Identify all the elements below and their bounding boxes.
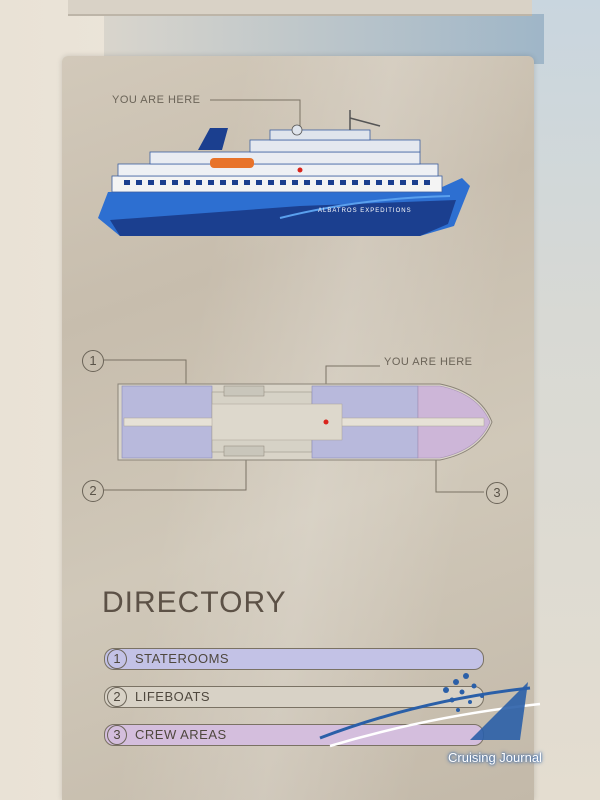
directory-item-lifeboats: 2 LIFEBOATS	[104, 686, 484, 708]
upper-frame	[68, 0, 532, 16]
callout-3: 3	[486, 482, 508, 504]
directory-item-label: LIFEBOATS	[135, 689, 211, 704]
directory-item-number: 1	[107, 649, 127, 669]
upper-you-are-here-label: YOU ARE HERE	[112, 94, 201, 106]
plan-you-are-here-label: YOU ARE HERE	[384, 356, 473, 368]
directory-item-label: CREW AREAS	[135, 727, 227, 742]
callout-2: 2	[82, 480, 104, 502]
callout-1: 1	[82, 350, 104, 372]
directory-item-number: 2	[107, 687, 127, 707]
directory-item-number: 3	[107, 725, 127, 745]
directory-item-staterooms: 1 STATEROOMS	[104, 648, 484, 670]
directory-item-label: STATEROOMS	[135, 651, 230, 666]
watermark-text: Cruising Journal	[448, 750, 542, 765]
ship-brand-text: ALBATROS EXPEDITIONS	[318, 208, 412, 214]
upper-sign-edge	[104, 14, 544, 64]
directory-title: DIRECTORY	[102, 586, 287, 619]
